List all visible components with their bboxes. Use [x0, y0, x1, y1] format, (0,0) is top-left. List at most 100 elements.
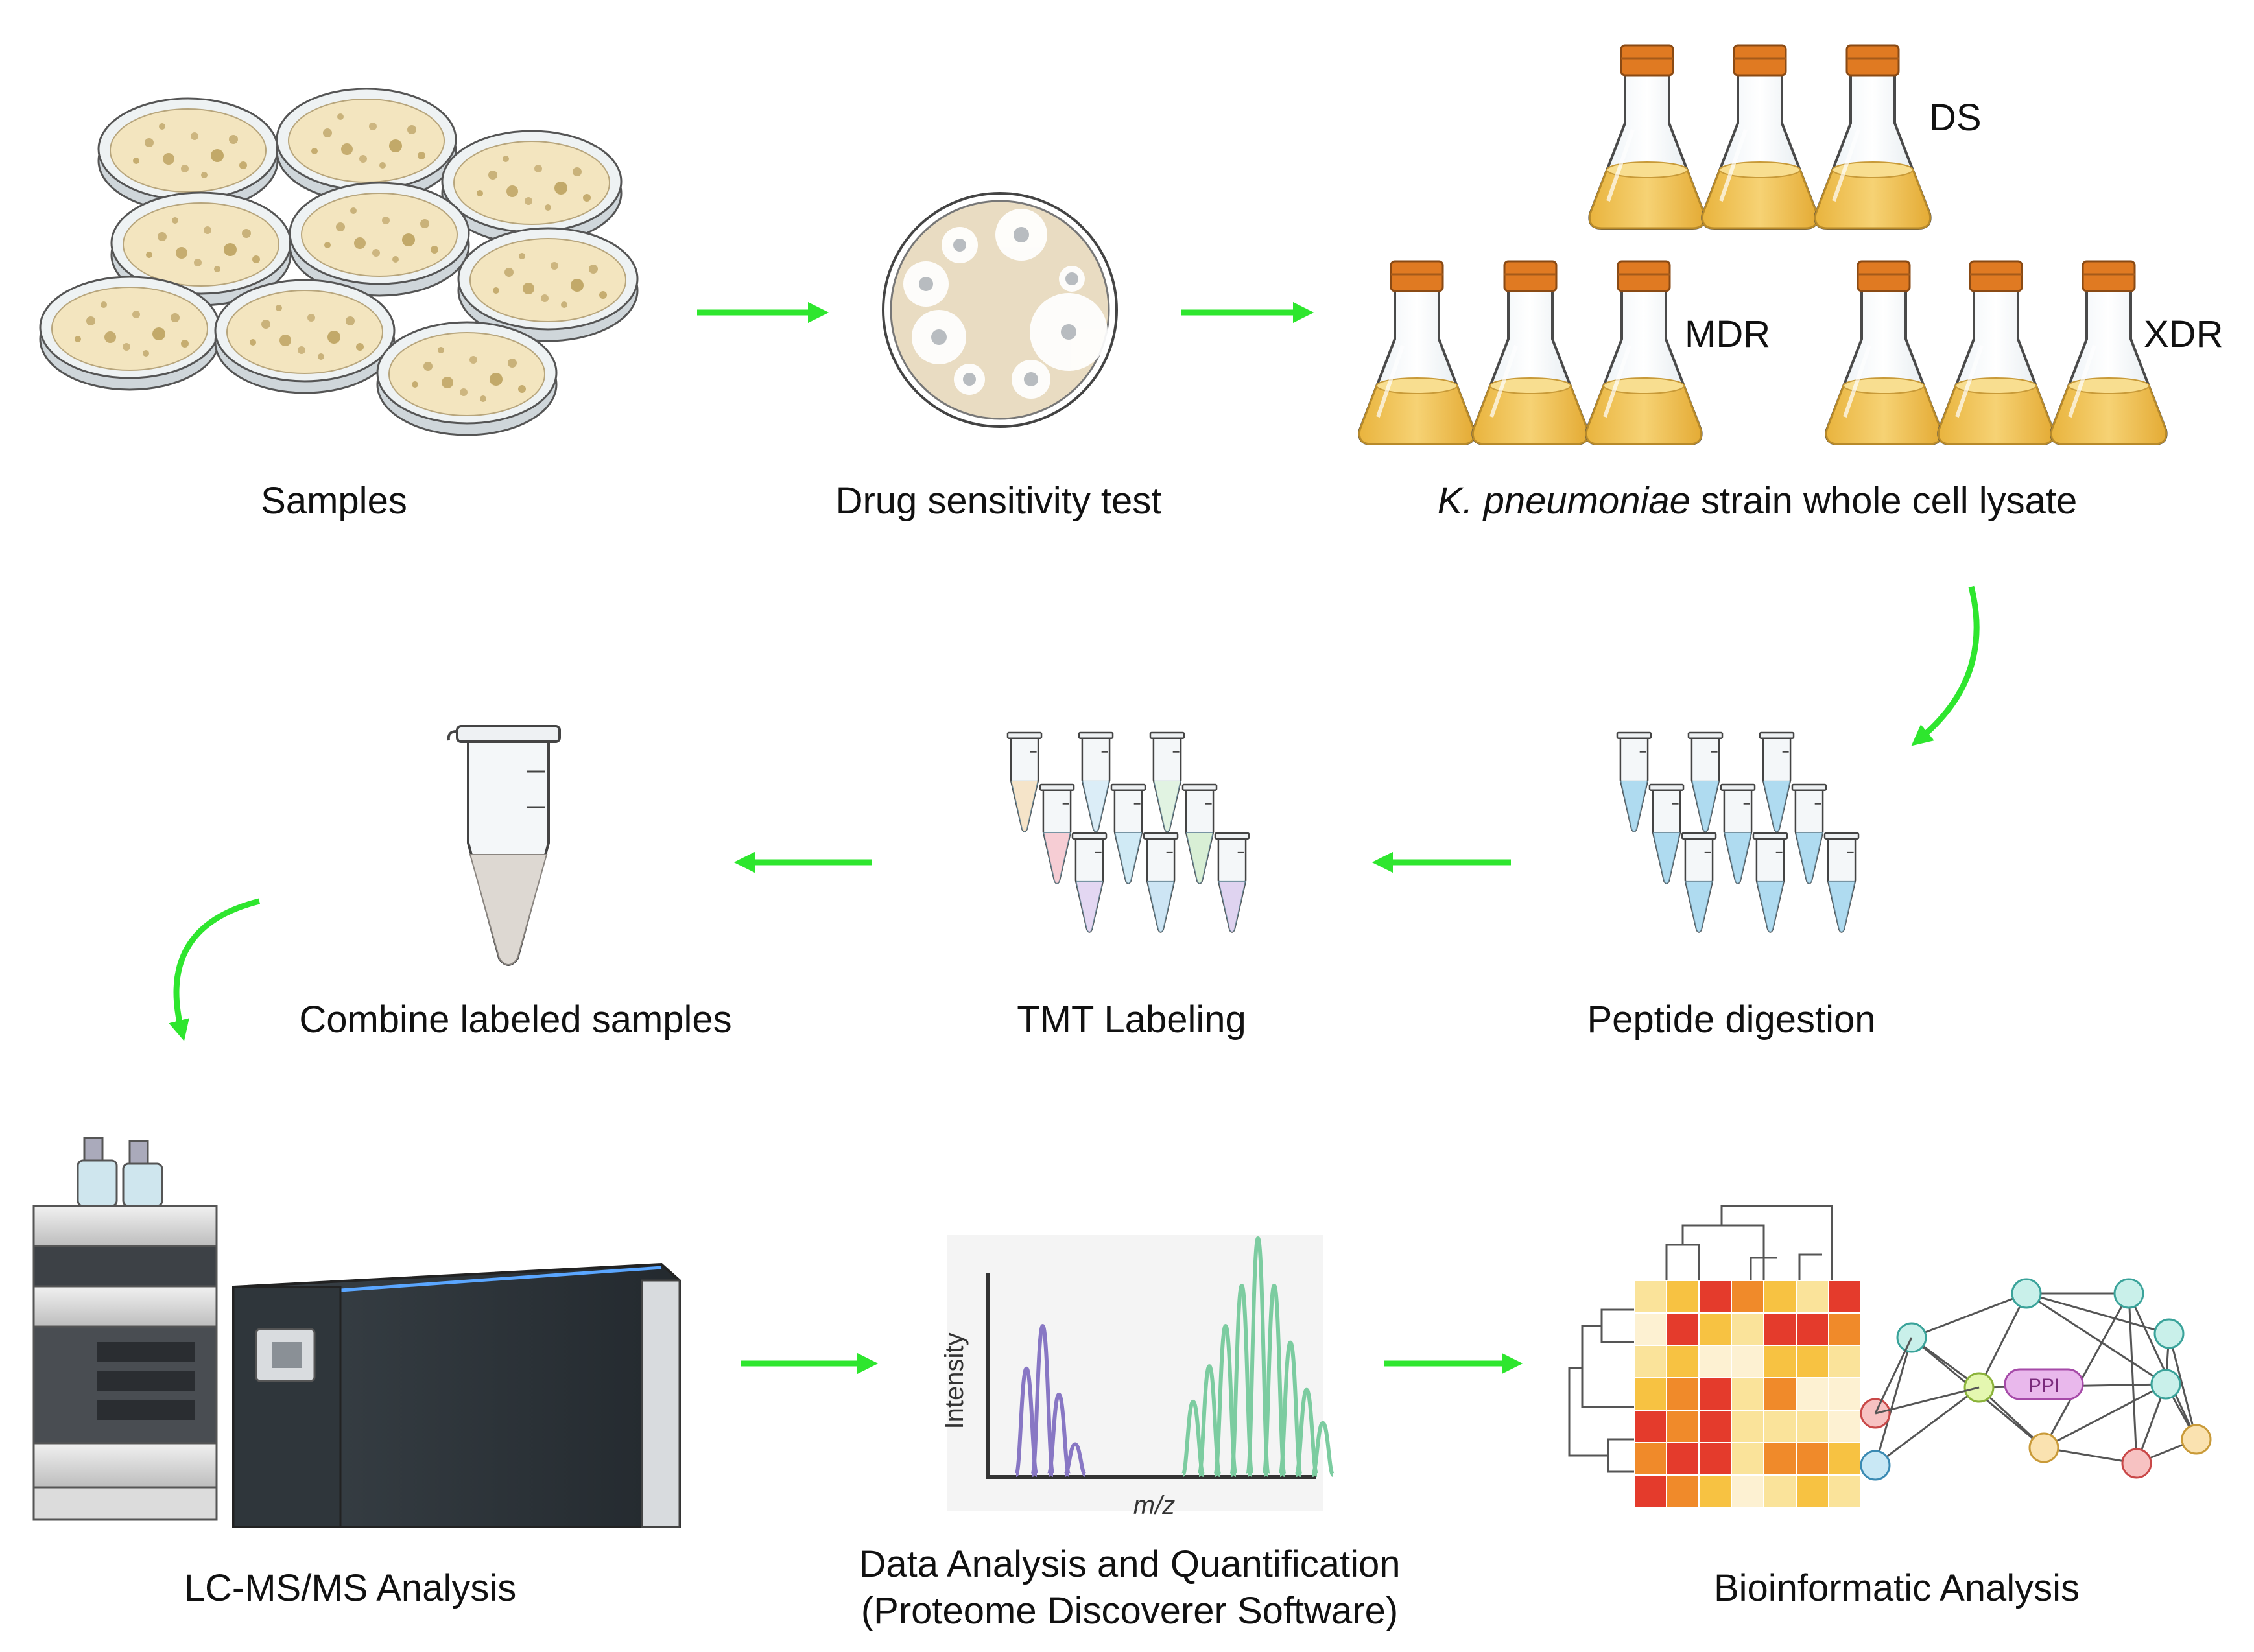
heatmap-cell — [1731, 1312, 1764, 1346]
drug-test-plate — [882, 192, 1118, 428]
heatmap-cell — [1666, 1442, 1700, 1476]
peptide-tube — [1720, 783, 1756, 884]
heatmap-cell — [1731, 1377, 1764, 1411]
heatmap-cell — [1828, 1410, 1862, 1443]
tmt-label: TMT Labeling — [1017, 998, 1246, 1041]
peptide-tube — [1687, 731, 1724, 832]
heatmap-cell — [1763, 1442, 1797, 1476]
peptide-digestion-tubes — [1616, 731, 1860, 933]
x-axis-label: m/z — [1133, 1491, 1175, 1520]
heatmap-cell — [1633, 1442, 1667, 1476]
drug-test-label: Drug sensitivity test — [835, 480, 1162, 522]
peptide-tube — [1759, 731, 1795, 832]
heatmap-cell — [1828, 1474, 1862, 1508]
heatmap-cell — [1796, 1345, 1829, 1378]
heatmap-cell — [1763, 1410, 1797, 1443]
tmt-tube — [1214, 832, 1250, 933]
spectrum-peak — [1246, 1236, 1270, 1477]
tmt-tube — [1078, 731, 1114, 832]
heatmap-cell — [1731, 1345, 1764, 1378]
heatmap-cell — [1763, 1474, 1797, 1508]
heatmap-cell — [1666, 1345, 1700, 1378]
heatmap-cell — [1796, 1442, 1829, 1476]
species-name: K. pneumoniae — [1437, 480, 1690, 522]
ds-flasks — [1589, 45, 1930, 228]
heatmap-cell — [1731, 1280, 1764, 1314]
heatmap-cell — [1828, 1442, 1862, 1476]
heatmap-cell — [1763, 1377, 1797, 1411]
peptide-label: Peptide digestion — [1587, 998, 1876, 1041]
heatmap-cell — [1633, 1377, 1667, 1411]
heatmap-cell — [1633, 1345, 1667, 1378]
heatmap-cell — [1666, 1377, 1700, 1411]
tmt-tube — [1039, 783, 1075, 884]
heatmap-cell — [1731, 1410, 1764, 1443]
peptide-tube — [1681, 832, 1717, 933]
ds-label: DS — [1929, 97, 1982, 139]
mdr-flasks — [1359, 261, 1701, 444]
bioinfo-label: Bioinformatic Analysis — [1713, 1567, 2080, 1609]
data-analysis-label-line2: (Proteome Discoverer Software) — [860, 1590, 1399, 1632]
heatmap-cell — [1666, 1474, 1700, 1508]
heatmap-cell — [1828, 1377, 1862, 1411]
peptide-tube — [1791, 783, 1827, 884]
heatmap-cell — [1666, 1410, 1700, 1443]
tmt-tube — [1149, 731, 1185, 832]
heatmap-cell — [1698, 1442, 1732, 1476]
tmt-tube — [1110, 783, 1146, 884]
spectrum-peak — [1262, 1283, 1287, 1477]
heatmap-cell — [1666, 1312, 1700, 1346]
heatmap-cell — [1633, 1312, 1667, 1346]
heatmap-cell — [1666, 1280, 1700, 1314]
heatmap-cell — [1763, 1312, 1797, 1346]
tmt-tube — [1006, 731, 1043, 832]
tmt-tube — [1071, 832, 1108, 933]
peptide-tube — [1752, 832, 1788, 933]
heatmap-cell — [1698, 1474, 1732, 1508]
data-analysis-label-line1: Data Analysis and Quantification — [859, 1543, 1401, 1585]
heatmap-cell — [1633, 1280, 1667, 1314]
samples-label: Samples — [261, 480, 407, 522]
lc-ms-instrument — [32, 1137, 681, 1528]
xdr-label: XDR — [2144, 313, 2224, 355]
heatmap-cell — [1796, 1410, 1829, 1443]
heatmap-cell — [1698, 1377, 1732, 1411]
tmt-labeling-tubes — [1006, 731, 1250, 933]
spectrum-peak — [1294, 1387, 1319, 1477]
heatmap-cell — [1763, 1280, 1797, 1314]
lcms-label: LC-MS/MS Analysis — [184, 1567, 517, 1609]
tmt-tube — [1143, 832, 1179, 933]
ppi-network — [1860, 1278, 2212, 1481]
peptide-tube — [1616, 731, 1652, 832]
heatmap-cell — [1731, 1474, 1764, 1508]
peptide-tube — [1648, 783, 1685, 884]
heatmap-cell — [1698, 1345, 1732, 1378]
heatmap-cell — [1828, 1345, 1862, 1378]
mdr-label: MDR — [1685, 313, 1771, 355]
heatmap-cell — [1731, 1442, 1764, 1476]
y-axis-label: Intensity — [940, 1333, 969, 1430]
heatmap-cell — [1698, 1280, 1732, 1314]
combine-label: Combine labeled samples — [299, 998, 732, 1041]
arrow-lysate-to-peptide — [1911, 585, 1980, 746]
peptide-tube — [1823, 832, 1860, 933]
lysate-label: K. pneumoniae strain whole cell lysate — [1438, 478, 2078, 524]
spectrum-peak — [1030, 1324, 1055, 1477]
mass-spectrum-plot — [947, 1235, 1335, 1511]
spectrum-peak — [1278, 1340, 1303, 1477]
xdr-flasks — [1826, 261, 2166, 444]
heatmap-cell — [1796, 1474, 1829, 1508]
heatmap-cell — [1828, 1312, 1862, 1346]
heatmap-cell — [1633, 1410, 1667, 1443]
heatmap-cell — [1698, 1312, 1732, 1346]
ppi-badge-label: PPI — [2028, 1375, 2059, 1397]
heatmap-cell — [1698, 1410, 1732, 1443]
heatmap-cell — [1796, 1377, 1829, 1411]
samples-illustration — [39, 88, 639, 436]
spectrum-peak — [1047, 1392, 1071, 1477]
combined-tube — [447, 725, 561, 966]
heatmap-cell — [1763, 1345, 1797, 1378]
tmt-tube — [1181, 783, 1218, 884]
arrow-combine-to-lcms — [169, 898, 261, 1041]
